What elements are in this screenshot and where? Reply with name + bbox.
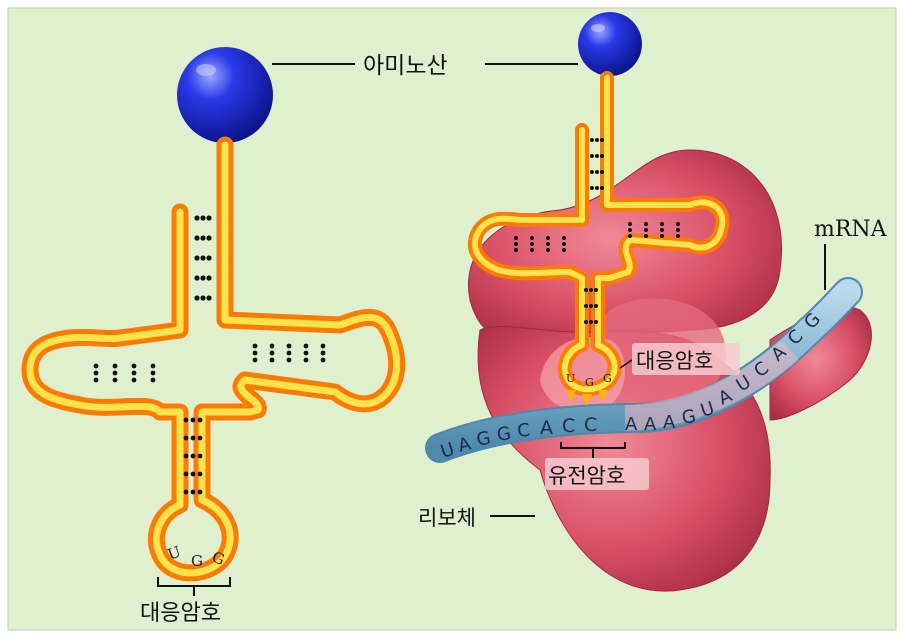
- right-anticodon-label: 대응암호: [636, 349, 713, 373]
- diagram-background: [8, 8, 896, 630]
- mrna-base: A: [625, 414, 638, 435]
- mrna-base: A: [663, 412, 676, 433]
- ribosome-label: 리보체: [418, 506, 476, 530]
- left-anticodon-base: G: [191, 552, 203, 570]
- mrna-base: A: [644, 414, 657, 435]
- left-amino-acid-ball: [177, 47, 273, 143]
- mrna-label: mRNA: [814, 217, 888, 242]
- mrna-base: C: [562, 415, 575, 437]
- mrna-base: C: [584, 414, 597, 436]
- mrna-base: A: [540, 417, 553, 439]
- amino-acid-label: 아미노산: [363, 53, 448, 79]
- codon-label: 유전암호: [548, 464, 625, 488]
- right-anticodon-base: U: [566, 372, 575, 385]
- left-anticodon-label: 대응암호: [140, 601, 221, 626]
- mrna-base: C: [516, 420, 531, 442]
- right-anticodon-base: G: [603, 372, 612, 385]
- right-anticodon-base: G: [585, 376, 594, 389]
- right-amino-acid-ball: [578, 12, 642, 76]
